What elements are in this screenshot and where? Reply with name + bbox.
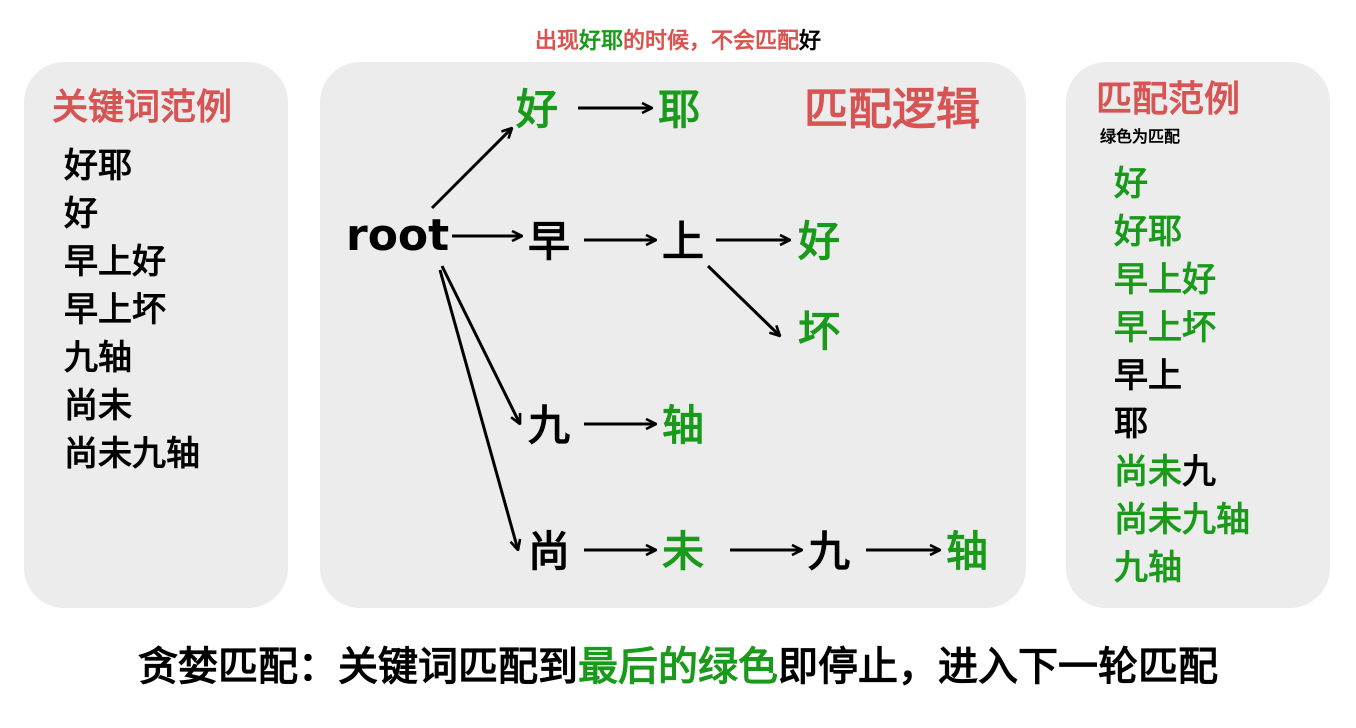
matching-logic-panel <box>320 62 1026 608</box>
edge-root-hao <box>430 128 512 210</box>
match-example-item: 早上好 <box>1114 256 1250 304</box>
node-jiu-2: 九 <box>808 527 850 576</box>
keyword-item: 九轴 <box>64 338 132 378</box>
match-example-item: 早上坏 <box>1114 304 1250 352</box>
node-zhou-1: 轴 <box>662 401 704 450</box>
node-jiu-1: 九 <box>528 401 570 450</box>
node-zao: 早 <box>528 217 570 266</box>
match-example-item: 早上 <box>1114 352 1250 400</box>
match-example-item: 好耶 <box>1114 208 1250 256</box>
edge-shang-huai <box>706 264 780 336</box>
match-examples-title: 匹配范例 <box>1096 79 1241 120</box>
match-part: 尚未 <box>1114 452 1182 492</box>
match-part: 耶 <box>1114 404 1148 444</box>
node-huai: 坏 <box>798 307 840 356</box>
match-example-list: 好 好耶 早上好 早上坏 早上 耶 尚未九 尚未九轴 九轴 <box>1114 160 1250 592</box>
keyword-item: 尚未九轴 <box>64 434 200 474</box>
node-hao-2: 好 <box>797 217 840 266</box>
match-part: 好 <box>1114 164 1148 204</box>
trie-edges <box>430 108 940 550</box>
keyword-item: 好耶 <box>64 146 132 186</box>
bottom-note-part: 即停止，进入下一轮匹配 <box>778 644 1218 690</box>
keyword-item: 尚未 <box>64 386 132 426</box>
keyword-item: 早上好 <box>64 242 166 282</box>
top-note-part: 好耶 <box>578 29 623 54</box>
node-zhou-2: 轴 <box>946 527 988 576</box>
node-root: root <box>346 210 449 261</box>
top-note: 出现好耶的时候，不会匹配好 <box>0 26 1356 58</box>
keyword-examples-title: 关键词范例 <box>52 87 233 128</box>
top-note-part: 出现 <box>534 29 579 54</box>
bottom-note-part: 最后的绿色 <box>578 644 778 690</box>
match-example-item: 尚未九 <box>1114 448 1250 496</box>
match-part: 九轴 <box>1114 548 1182 588</box>
keyword-item: 好 <box>64 194 98 234</box>
match-example-item: 九轴 <box>1114 544 1250 592</box>
match-part: 九 <box>1182 452 1216 492</box>
bottom-note: 贪婪匹配：关键词匹配到最后的绿色即停止，进入下一轮匹配 <box>0 640 1356 694</box>
match-example-item: 好 <box>1114 160 1250 208</box>
node-wei: 未 <box>662 527 704 576</box>
bottom-note-part: 贪婪匹配：关键词匹配到 <box>138 644 578 690</box>
match-part: 好耶 <box>1114 212 1182 252</box>
node-ye: 耶 <box>658 85 700 134</box>
node-shang: 上 <box>662 217 704 266</box>
match-part: 早上好 <box>1114 260 1216 300</box>
keyword-examples-panel <box>24 62 288 608</box>
match-part: 尚未九轴 <box>1114 500 1250 540</box>
match-examples-panel <box>1066 62 1330 608</box>
node-hao-1: 好 <box>515 85 558 134</box>
match-part: 早上坏 <box>1114 308 1216 348</box>
match-part: 早上 <box>1114 356 1182 396</box>
edge-root-jiu <box>440 265 520 424</box>
edge-root-shang2 <box>438 269 518 550</box>
keyword-list: 好耶 好 早上好 早上坏 九轴 尚未 尚未九轴 <box>64 142 200 478</box>
match-example-item: 耶 <box>1114 400 1250 448</box>
match-example-item: 尚未九轴 <box>1114 496 1250 544</box>
match-examples-subtitle: 绿色为匹配 <box>1100 127 1181 146</box>
top-note-part: 的时候，不会匹配 <box>623 29 800 54</box>
node-shang2: 尚 <box>528 527 570 576</box>
matching-logic-title: 匹配逻辑 <box>804 84 980 135</box>
top-note-part: 好 <box>799 29 822 54</box>
keyword-item: 早上坏 <box>64 290 166 330</box>
